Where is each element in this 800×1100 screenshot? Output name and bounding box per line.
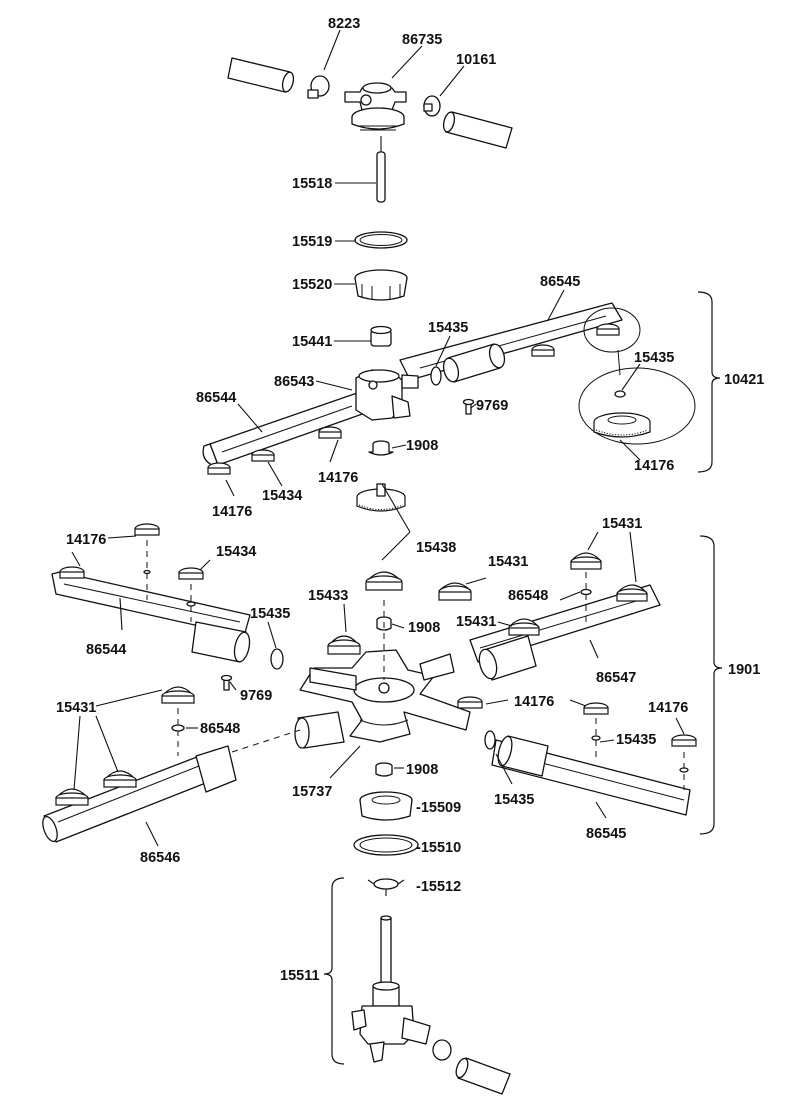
- clip-15512: [367, 878, 405, 896]
- label-15434-top: 15434: [262, 488, 302, 504]
- bushing-15441: [370, 325, 392, 347]
- bracket-15511: [323, 877, 345, 1065]
- hub-86543: [355, 369, 419, 421]
- label-14176-mid-center: 14176: [514, 694, 554, 710]
- nut-15509: [359, 791, 413, 821]
- bracket-10421: [697, 291, 721, 473]
- label-15518: 15518: [292, 176, 332, 192]
- bracket-1901: [699, 535, 723, 835]
- label-15512: -15512: [416, 879, 461, 895]
- shaft-15518: [376, 136, 386, 203]
- gear-15438: [356, 483, 406, 512]
- mid-arm-86547: [469, 584, 661, 681]
- label-14176-inset: 14176: [634, 458, 674, 474]
- mid-arm-86545: [491, 735, 691, 816]
- top-pipe-left: [227, 57, 295, 93]
- label-15435-mid-left: 15435: [250, 606, 290, 622]
- mid-small-rings: [143, 540, 689, 790]
- label-1901: 1901: [728, 662, 760, 678]
- center-hub-15737: [294, 649, 471, 749]
- label-9769-mid: 9769: [240, 688, 272, 704]
- label-15511: 15511: [280, 968, 320, 984]
- part-labels: 8223 86735 10161 15518 15519 15520 86545…: [56, 16, 764, 984]
- label-8223: 8223: [328, 16, 360, 32]
- seal-ring-15519: [354, 231, 408, 249]
- label-15435-inset: 15435: [634, 350, 674, 366]
- valve-body-15511: [351, 915, 511, 1095]
- label-86548-right: 86548: [508, 588, 548, 604]
- label-15435-mid-right: 15435: [616, 732, 656, 748]
- label-15519: 15519: [292, 234, 332, 250]
- label-86545-low: 86545: [586, 826, 626, 842]
- label-15520: 15520: [292, 277, 332, 293]
- label-86543: 86543: [274, 374, 314, 390]
- label-86545-top: 86545: [540, 274, 580, 290]
- nut-15520: [354, 269, 408, 301]
- label-10421: 10421: [724, 372, 764, 388]
- label-15435-top: 15435: [428, 320, 468, 336]
- mid-arm-86546: [42, 745, 237, 843]
- clamp-10161: [423, 95, 441, 117]
- valve-head-86735: [344, 82, 407, 131]
- label-15431-b: 15431: [488, 554, 528, 570]
- label-15737: 15737: [292, 784, 332, 800]
- label-86544-top: 86544: [196, 390, 236, 406]
- label-14176-mid-left: 14176: [66, 532, 106, 548]
- top-pipe-right: [442, 111, 513, 149]
- bearing-1908-low: [375, 762, 393, 777]
- label-15433: 15433: [308, 588, 348, 604]
- label-15441: 15441: [292, 334, 332, 350]
- label-1908-low: 1908: [406, 762, 438, 778]
- bearing-1908-top: [368, 440, 394, 456]
- leader-lines: [71, 29, 685, 847]
- label-15438: 15438: [416, 540, 456, 556]
- screw-9769-top: [462, 398, 475, 415]
- upper-arm-knobs: [207, 323, 620, 475]
- axis-line: [231, 729, 301, 753]
- label-15431-left: 15431: [56, 700, 96, 716]
- label-86546: 86546: [140, 850, 180, 866]
- label-14176-top-center: 14176: [318, 470, 358, 486]
- label-9769-top: 9769: [476, 398, 508, 414]
- label-86548-left: 86548: [200, 721, 240, 737]
- label-14176-top-left: 14176: [212, 504, 252, 520]
- mid-knobs: [55, 523, 697, 806]
- label-86547: 86547: [596, 670, 636, 686]
- label-15434-mid: 15434: [216, 544, 256, 560]
- label-86544-mid: 86544: [86, 642, 126, 658]
- label-1908-top: 1908: [406, 438, 438, 454]
- clamp-8223: [307, 75, 330, 99]
- label-15431-a: 15431: [602, 516, 642, 532]
- inset-detail: [578, 307, 696, 445]
- label-15431-c: 15431: [456, 614, 496, 630]
- label-15509: -15509: [416, 800, 461, 816]
- label-15510: -15510: [416, 840, 461, 856]
- o-ring-15435-top: [430, 366, 442, 386]
- gasket-15510: [353, 834, 419, 856]
- upper-arm-86545: [399, 302, 623, 383]
- label-1908-mid: 1908: [408, 620, 440, 636]
- label-14176-mid-right: 14176: [648, 700, 688, 716]
- label-86735: 86735: [402, 32, 442, 48]
- label-10161: 10161: [456, 52, 496, 68]
- label-15435-low: 15435: [494, 792, 534, 808]
- mid-arm-86544: [51, 571, 251, 663]
